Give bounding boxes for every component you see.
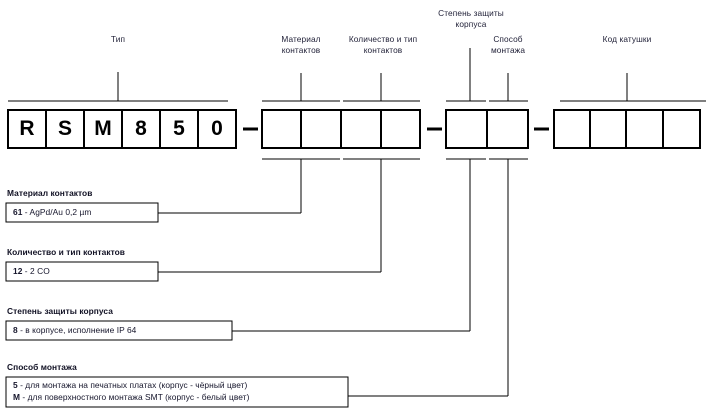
legend-title-protection: Степень защиты корпуса <box>7 306 113 316</box>
header-type: Тип <box>110 34 126 44</box>
legend-desc-mounting-m: - для поверхностного монтажа SMT (корпус… <box>20 392 250 402</box>
legend-text-contact-count: 12 - 2 CO <box>13 266 50 278</box>
legend-text-protection: 8 - в корпусе, исполнение IP 64 <box>13 325 136 337</box>
code-char-3: 8 <box>135 117 147 140</box>
legend-code-mounting-m: M <box>13 392 21 402</box>
legend-box-contact-count <box>5 261 159 282</box>
legend-text-mounting-line-2: M - для поверхностного монтажа SMT (корп… <box>13 392 249 404</box>
legend-code-contact-count: 12 <box>13 266 23 276</box>
legend-box-protection <box>5 320 233 341</box>
header-contact-material: Материал контактов <box>281 34 321 55</box>
bracket-mounting <box>489 73 528 102</box>
legend-box-contact-material <box>5 202 159 223</box>
leader-mounting <box>348 158 528 397</box>
legend-title-mounting: Способ монтажа <box>7 362 77 372</box>
legend-title-contact-material: Материал контактов <box>7 188 93 198</box>
legend-code-mounting-5: 5 <box>13 380 18 390</box>
bracket-contact-material <box>262 73 340 102</box>
legend-text-mounting-line-1: 5 - для монтажа на печатных платах (корп… <box>13 380 247 392</box>
header-coil-code: Код катушки <box>602 34 652 44</box>
leader-protection <box>232 158 486 332</box>
legend-desc-contact-count: - 2 CO <box>22 266 50 276</box>
code-group-contacts-boxes <box>260 108 422 150</box>
header-protection-degree: Степень защиты корпуса <box>438 8 504 29</box>
bracket-coil-code <box>560 73 706 102</box>
bracket-contact-count <box>343 73 420 102</box>
header-mounting-method: Способ монтажа <box>490 34 526 55</box>
bracket-type <box>8 72 228 102</box>
leader-contact-count <box>158 158 420 273</box>
leader-contact-material <box>158 158 340 214</box>
legend-desc-contact-material: - AgPd/Au 0,2 µm <box>22 207 92 217</box>
code-char-4: 5 <box>173 117 185 140</box>
legend-box-mounting <box>5 376 349 408</box>
code-char-2: M <box>94 117 112 140</box>
legend-code-contact-material: 61 <box>13 207 23 217</box>
bracket-protection <box>446 48 486 102</box>
code-group-protection-mounting-boxes <box>444 108 530 150</box>
legend-desc-mounting-5: - для монтажа на печатных платах (корпус… <box>17 380 248 390</box>
code-char-1: S <box>57 117 72 140</box>
legend-text-contact-material: 61 - AgPd/Au 0,2 µm <box>13 207 91 219</box>
header-contact-count: Количество и тип контактов <box>348 34 418 55</box>
code-char-5: 0 <box>211 117 223 140</box>
legend-code-protection: 8 <box>13 325 18 335</box>
legend-desc-protection: - в корпусе, исполнение IP 64 <box>17 325 137 335</box>
code-group-type-boxes <box>6 108 238 150</box>
code-group-coil-boxes <box>552 108 702 150</box>
legend-title-contact-count: Количество и тип контактов <box>7 247 126 257</box>
code-char-0: R <box>19 117 35 140</box>
